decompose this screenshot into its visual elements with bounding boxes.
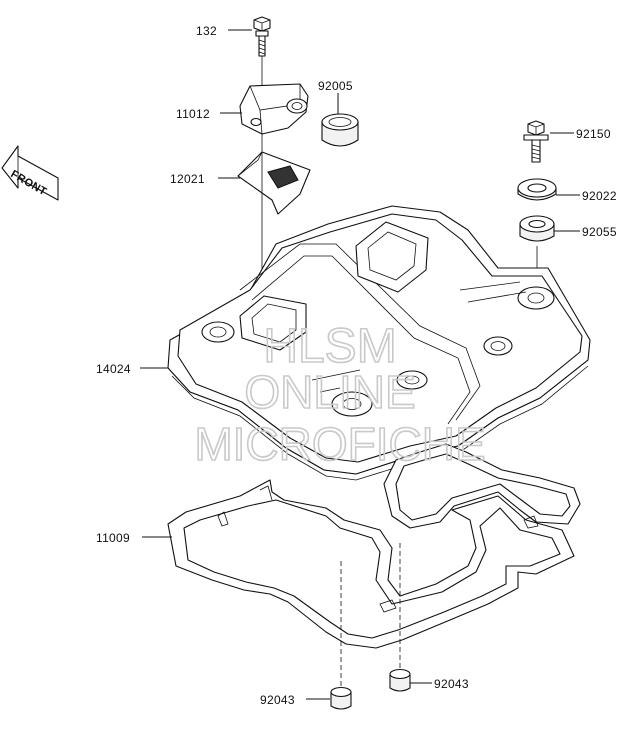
- dowel-92043-left-part: [330, 686, 352, 710]
- gasket-11009-part: [167, 443, 581, 649]
- leader-lines: [140, 29, 580, 700]
- bolt-92150-part: [523, 120, 549, 163]
- callout-92043-left: 92043: [260, 693, 295, 707]
- callout-12021: 12021: [170, 172, 205, 186]
- grommet-92055-part: [519, 215, 555, 242]
- callout-92005: 92005: [318, 79, 353, 93]
- watermark: HLSM ONLINE MICROFICHE: [194, 319, 487, 471]
- breather-cover-11012-part: [239, 83, 309, 135]
- cylinder-head-cover-14024-part: [167, 205, 591, 481]
- watermark-line-3: MICROFICHE: [194, 418, 485, 470]
- pipe-92005-part: [321, 113, 359, 147]
- dowel-92043-right-part: [389, 668, 411, 692]
- callout-132: 132: [196, 24, 217, 38]
- callout-11012: 11012: [176, 107, 210, 121]
- callout-14024: 14024: [96, 362, 131, 376]
- watermark-line-2: ONLINE: [244, 366, 415, 418]
- callout-11009: 11009: [96, 531, 130, 545]
- front-arrow-icon: FRONT: [1, 145, 59, 201]
- bolt-132-part: [253, 16, 271, 57]
- callout-92055: 92055: [582, 225, 617, 239]
- watermark-line-1: HLSM: [263, 320, 396, 373]
- callout-92043-right: 92043: [434, 677, 469, 691]
- plate-12021-part: [237, 151, 311, 215]
- callout-92150: 92150: [576, 127, 611, 141]
- washer-92022-part: [517, 178, 557, 201]
- callout-92022: 92022: [582, 189, 617, 203]
